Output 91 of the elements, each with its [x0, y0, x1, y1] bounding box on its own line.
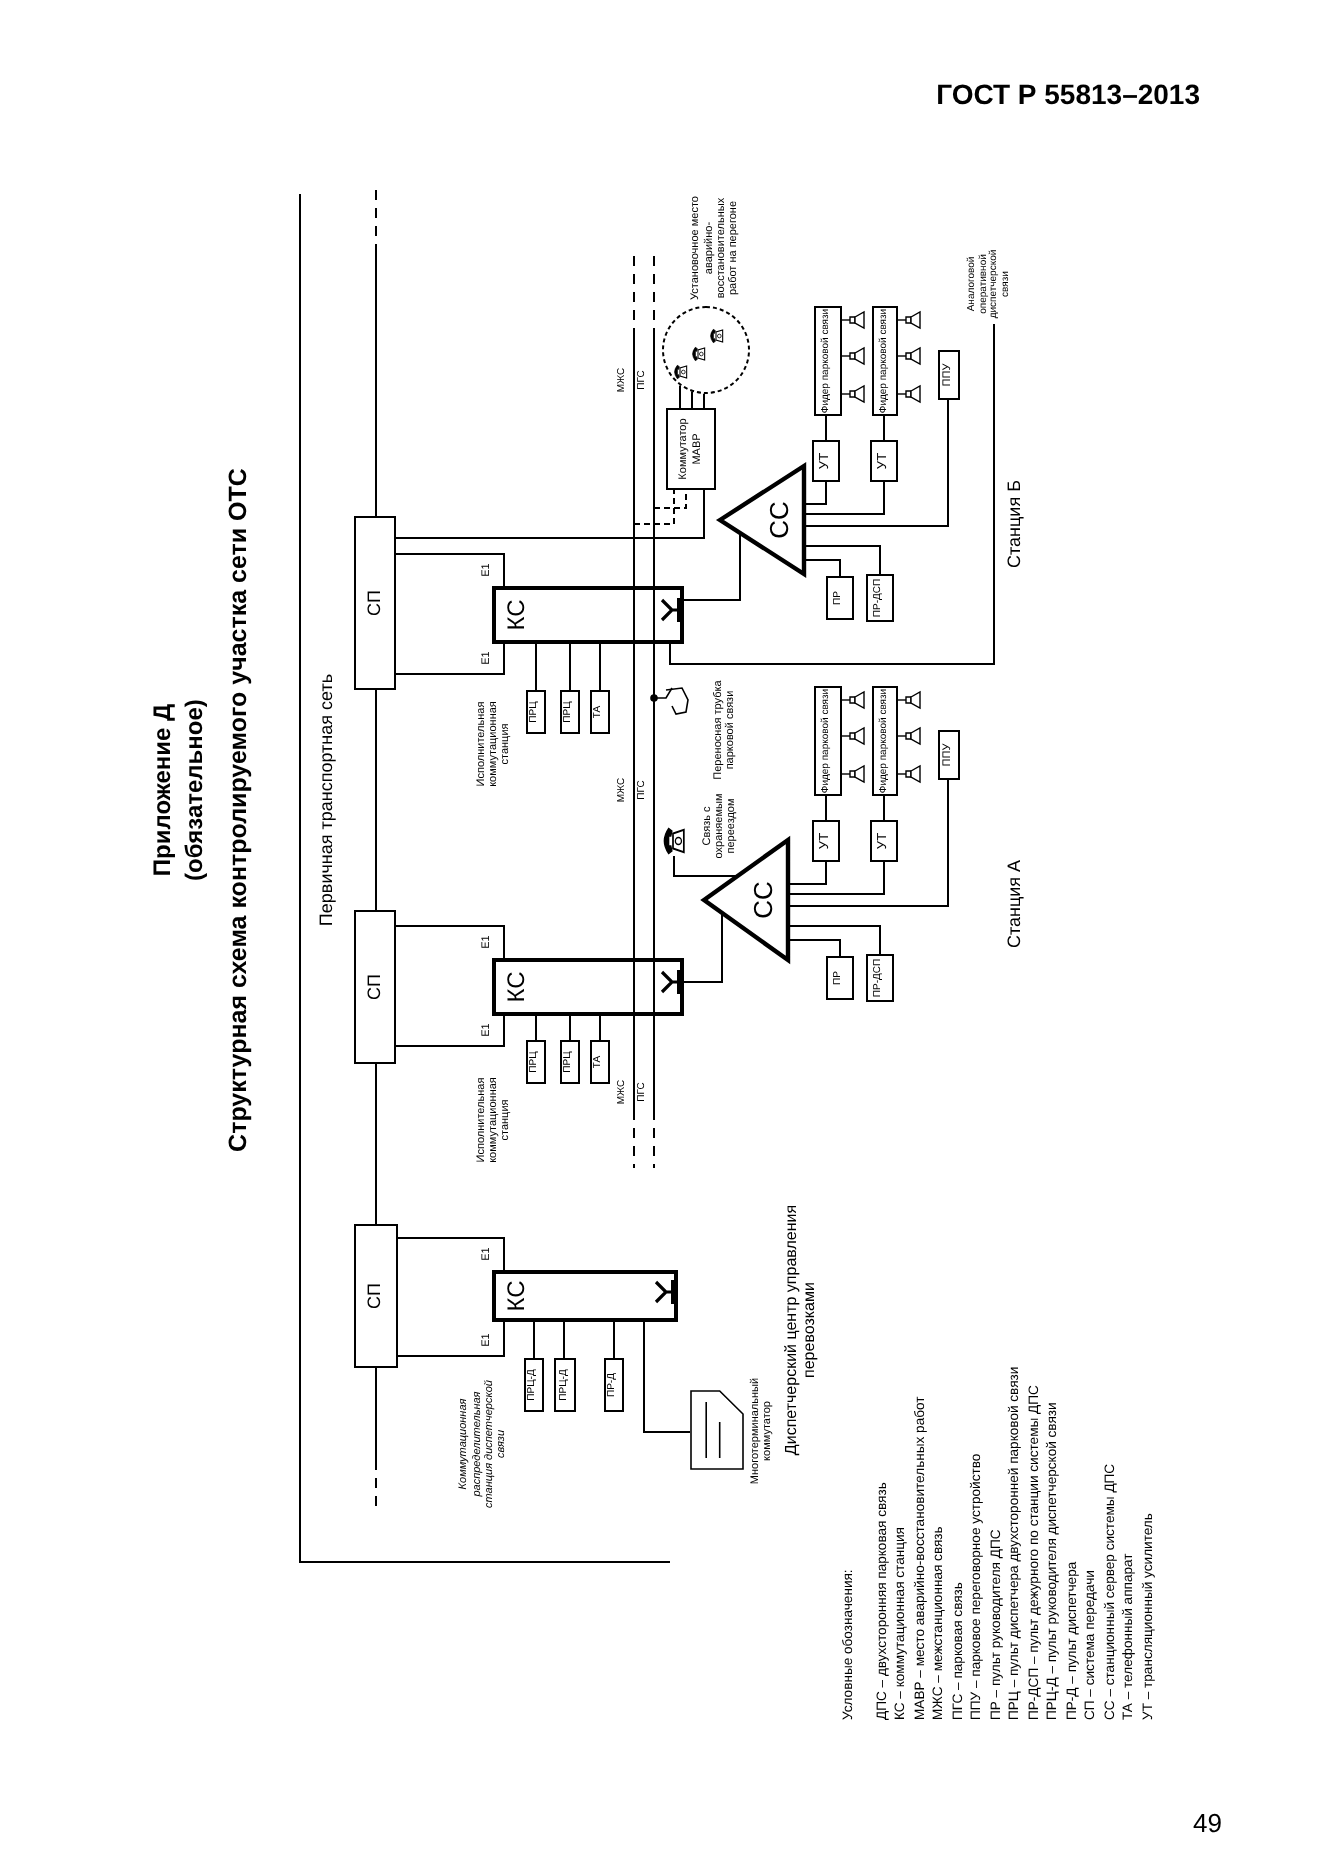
connector-line	[533, 1321, 535, 1359]
box-label: КС	[504, 971, 531, 1003]
box-label: СП	[366, 1283, 386, 1309]
connector-line	[613, 1321, 615, 1359]
connector-line	[787, 779, 949, 907]
connector-line	[375, 689, 377, 911]
connector-line	[563, 1321, 565, 1359]
transmission-box	[354, 1224, 398, 1368]
connector-line	[703, 392, 705, 409]
device-box	[826, 576, 854, 620]
amplifier-box	[812, 820, 840, 862]
appendix-status: (обязательное)	[182, 697, 210, 885]
appendix-heading: Приложение Д	[150, 701, 178, 881]
device-box	[526, 690, 546, 734]
feeder-box	[814, 306, 842, 416]
connector-line	[599, 643, 601, 691]
box-label: КС	[504, 599, 531, 631]
box-label: СП	[365, 974, 385, 1000]
connector-line	[395, 643, 505, 675]
connector-line	[569, 643, 571, 691]
feeder-box	[872, 686, 898, 796]
connector-line	[683, 911, 723, 983]
station-label: Станция Б	[1003, 478, 1025, 572]
connector-line	[375, 1063, 377, 1225]
connector-line	[803, 559, 841, 577]
device-box	[866, 574, 894, 622]
device-box	[526, 1040, 546, 1084]
connector-line	[395, 925, 505, 959]
connector-line	[569, 1015, 571, 1041]
worksite-area	[662, 306, 750, 394]
server-label: СС	[749, 881, 778, 919]
diagram-title: Структурная схема контролируемого участка сети ОТС	[224, 466, 253, 1156]
device-box	[590, 690, 610, 734]
device-box	[938, 350, 960, 400]
transmission-box	[354, 516, 396, 690]
connector-line	[683, 531, 741, 601]
connector-line	[643, 1321, 691, 1433]
telephone-icon	[660, 826, 686, 856]
connector-line	[395, 489, 705, 539]
device-box	[590, 1040, 610, 1084]
connector-line	[673, 855, 739, 877]
amplifier-box	[870, 440, 898, 482]
switching-station-box	[492, 958, 684, 1016]
station-label: Станция А	[1003, 857, 1025, 953]
device-box	[604, 1358, 624, 1412]
feeder-box	[872, 306, 898, 416]
connector-line	[803, 399, 949, 527]
connector-line	[787, 925, 881, 955]
connector-line	[397, 1321, 505, 1357]
connector-line	[803, 481, 827, 505]
connector-line	[787, 939, 841, 957]
center-label: Диспетчерский центр управления перевозками	[781, 1202, 819, 1460]
switching-station-box	[492, 586, 684, 644]
device-box	[938, 730, 960, 780]
connector-line	[787, 861, 885, 895]
connector-line	[535, 1015, 537, 1041]
device-box	[554, 1358, 576, 1412]
box-label: КС	[504, 1280, 531, 1312]
connector-line	[395, 1015, 505, 1047]
standard-number: ГОСТ Р 55813–2013	[936, 78, 1200, 110]
connector-line	[679, 384, 681, 409]
connector-line	[691, 390, 693, 409]
switch-box	[666, 408, 716, 490]
connector-line	[397, 1237, 505, 1271]
connector-line	[599, 1015, 601, 1041]
device-box	[560, 690, 580, 734]
feeder-box	[814, 686, 842, 796]
connector-line	[669, 323, 995, 665]
switching-station-box	[492, 1270, 678, 1322]
box-label: СП	[365, 590, 385, 616]
connector-line	[535, 643, 537, 691]
network-label: Первичная транспортная сеть	[315, 671, 337, 931]
page-number: 49	[1193, 1808, 1222, 1838]
connector-line	[825, 795, 827, 821]
connector-line	[825, 415, 827, 441]
connector-line	[883, 415, 885, 441]
connector-line	[883, 795, 885, 821]
connector-line	[395, 553, 505, 587]
transmission-box	[354, 910, 396, 1064]
amplifier-box	[812, 440, 840, 482]
device-box	[524, 1358, 544, 1412]
device-box	[826, 956, 854, 1000]
amplifier-box	[870, 820, 898, 862]
connector-line	[803, 545, 881, 575]
device-box	[560, 1040, 580, 1084]
server-triangle	[720, 466, 804, 574]
connector-line	[803, 481, 885, 515]
server-label: СС	[765, 501, 794, 539]
connector-line	[787, 861, 827, 885]
terminal-switch-drawing	[690, 1390, 744, 1470]
device-box	[866, 954, 894, 1002]
